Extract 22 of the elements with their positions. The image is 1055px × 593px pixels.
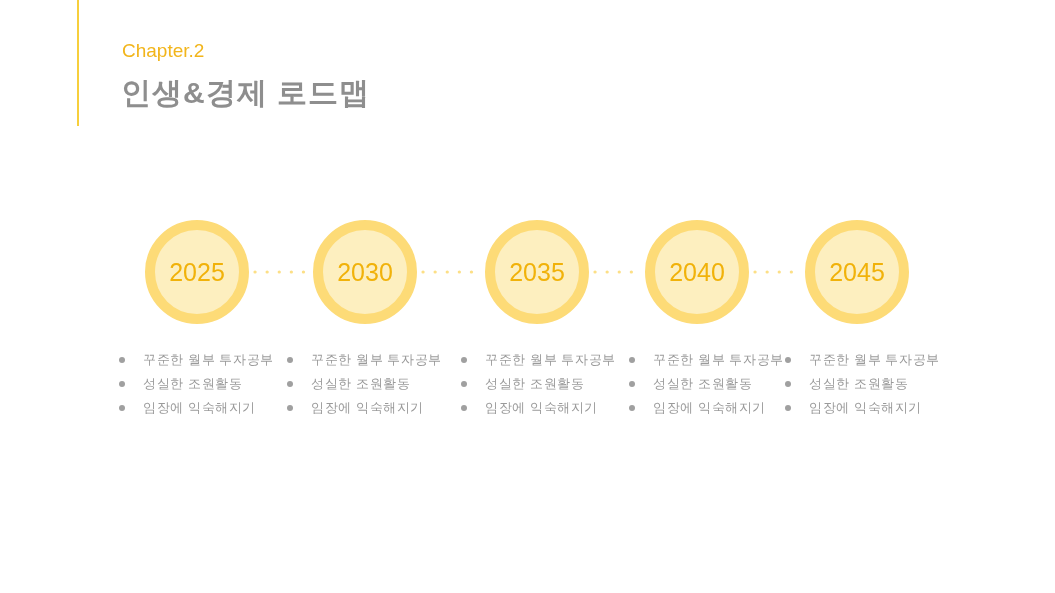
list-item: 임장에 익숙해지기 xyxy=(311,400,424,416)
year-label: 2040 xyxy=(669,259,725,285)
list-item: 임장에 익숙해지기 xyxy=(809,400,922,416)
year-label: 2045 xyxy=(829,259,885,285)
chapter-label: Chapter.2 xyxy=(122,40,205,62)
list-item: 꾸준한 월부 투자공부 xyxy=(653,352,784,368)
list-item: 임장에 익숙해지기 xyxy=(485,400,598,416)
list-item: 성실한 조원활동 xyxy=(143,376,243,392)
year-label: 2035 xyxy=(509,259,565,285)
list-item: 성실한 조원활동 xyxy=(653,376,753,392)
year-label: 2030 xyxy=(337,259,393,285)
title: 인생&경제 로드맵 xyxy=(121,75,370,111)
list-item: 성실한 조원활동 xyxy=(809,376,909,392)
list-item: 꾸준한 월부 투자공부 xyxy=(311,352,442,368)
list-item: 성실한 조원활동 xyxy=(485,376,585,392)
list-item: 임장에 익숙해지기 xyxy=(653,400,766,416)
year-label: 2025 xyxy=(169,259,225,285)
list-item: 꾸준한 월부 투자공부 xyxy=(485,352,616,368)
list-item: 꾸준한 월부 투자공부 xyxy=(143,352,274,368)
list-item: 성실한 조원활동 xyxy=(311,376,411,392)
list-item: 임장에 익숙해지기 xyxy=(143,400,256,416)
list-item: 꾸준한 월부 투자공부 xyxy=(809,352,940,368)
